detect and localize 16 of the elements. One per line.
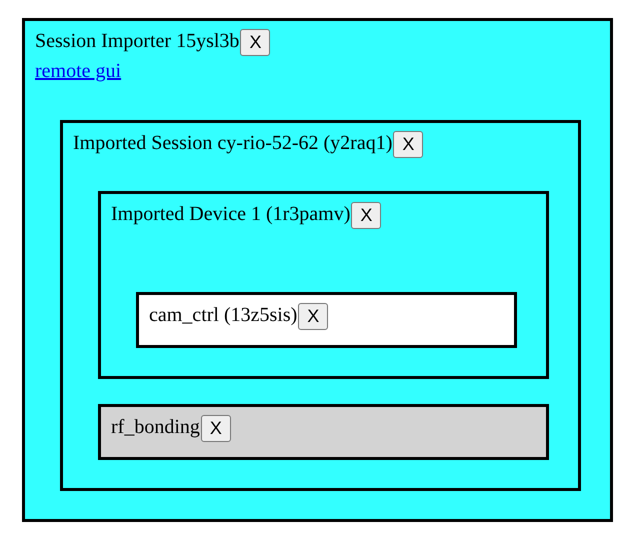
session-panel xyxy=(60,120,581,491)
close-button: X xyxy=(351,202,382,229)
panel-title: cam_ctrl (13z5sis) xyxy=(149,304,298,326)
panel-title: rf_bonding xyxy=(111,416,200,438)
importer-panel xyxy=(22,18,613,522)
close-button: X xyxy=(240,29,270,56)
close-button: X xyxy=(200,415,231,442)
panel-title: Imported Device 1 (1r3pamv) xyxy=(111,203,350,226)
close-button: X xyxy=(393,131,424,158)
module-card xyxy=(98,404,549,460)
module-card xyxy=(136,292,517,348)
device-panel xyxy=(98,191,549,379)
close-button: X xyxy=(298,303,328,330)
panel-title: Imported Session cy-rio-52-62 (y2raq1) xyxy=(73,132,392,154)
panel-title: Session Importer 15ysl3b xyxy=(35,30,240,52)
remote-gui-link: remote gui xyxy=(35,60,122,83)
